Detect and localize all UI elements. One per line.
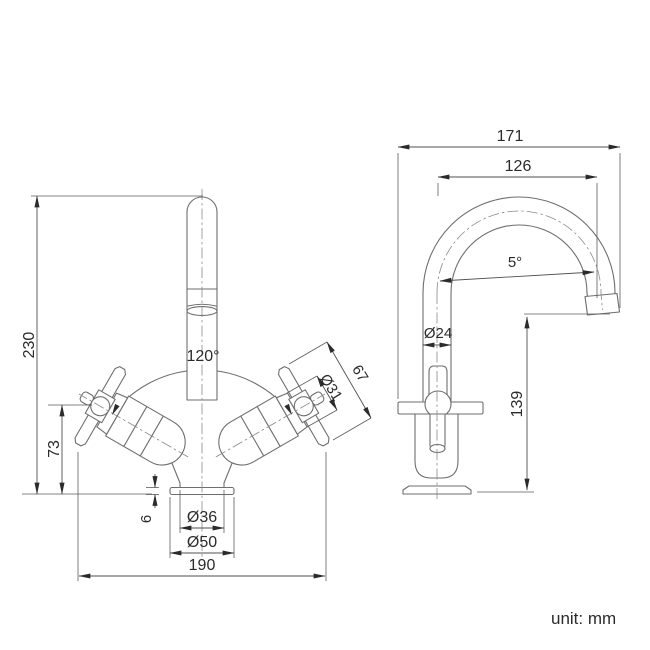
dim-spout-outlet-height: 139 [509,391,526,418]
dim-spout-diameter: Ø24 [424,325,452,342]
dim-spout-tilt-angle: 5° [508,254,522,271]
dim-handle-span: 67 [348,362,371,385]
dim-overall-width: 190 [189,557,216,574]
spout-riser [186,196,218,401]
right-valve-body [218,395,299,466]
dim-shank-diameter: Ø36 [187,509,217,526]
dim-overall-depth: 171 [497,128,524,145]
left-valve-body [105,395,186,466]
side-handle [397,365,484,418]
faucet-front-view: 230 73 6 120° 67 Ø31 [21,189,371,581]
valve-end-side [429,443,446,454]
dim-base-diameter: Ø50 [187,534,217,551]
dim-handle-angle: 120° [186,348,219,365]
body-side [414,413,459,479]
spout-side [422,196,621,402]
front-centerlines [78,189,326,560]
unit-note: unit: mm [551,609,616,628]
side-dimensions: 171 126 5° Ø24 139 [397,128,621,493]
right-handle [218,366,330,466]
front-dimensions: 230 73 6 120° 67 Ø31 [21,195,371,581]
dim-handle-center-height: 73 [46,440,63,458]
dim-flange-thickness: 6 [138,515,155,523]
side-centerline [436,210,603,502]
handle-hub-side [424,390,452,418]
dim-overall-height: 230 [21,332,38,359]
dim-spout-reach: 126 [505,158,532,175]
faucet-side-view: 171 126 5° Ø24 139 [397,128,621,502]
